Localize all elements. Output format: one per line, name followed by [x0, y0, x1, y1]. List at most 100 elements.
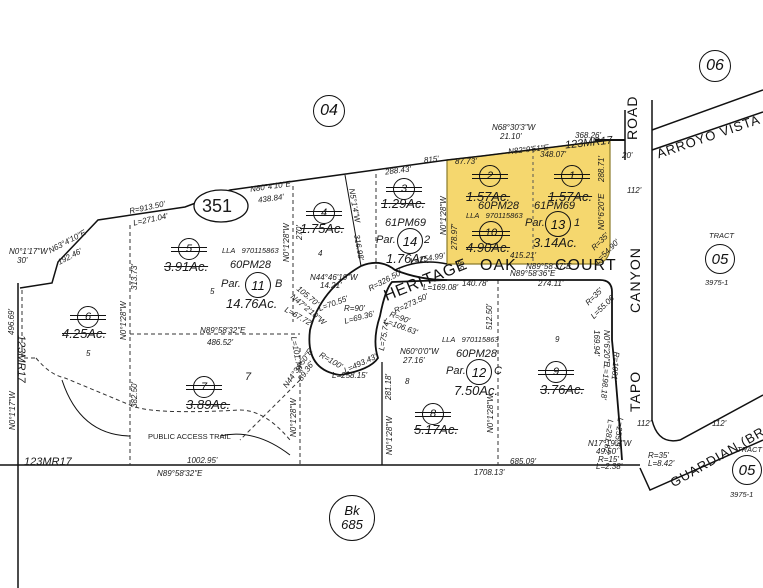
public-access-trail-label: PUBLIC ACCESS TRAIL: [148, 432, 231, 441]
dim: 140.78': [462, 279, 488, 288]
dim: 496.69': [7, 309, 16, 335]
dim: N0°1'28"W: [486, 394, 495, 433]
dim: 112': [712, 419, 727, 428]
dim: N68°30'3"W: [492, 123, 536, 132]
page-number-351: 351: [202, 196, 233, 216]
parcel-11[interactable]: 11: [245, 272, 271, 298]
dim: 20': [622, 151, 633, 160]
plat-ref: 61PM69: [385, 217, 426, 229]
tract-label: TRACT: [737, 445, 762, 454]
dim: N89°58'36"E: [510, 269, 556, 278]
parcel-11-acres: 14.76Ac.: [226, 296, 278, 311]
old-lot-number: 4: [318, 249, 323, 258]
old-parcel-7: 7: [186, 376, 222, 398]
old-parcel-8: 8: [415, 403, 451, 425]
dim: 27.16': [403, 356, 425, 365]
parcel-14-acres: 1.76Ac.: [386, 251, 431, 266]
parcel-letter: B: [275, 278, 283, 290]
parcel-prefix: Par.: [376, 234, 396, 246]
parcel-letter: 1: [574, 217, 581, 229]
parcel-letter: C: [494, 365, 502, 377]
plat-ref: 60PM28: [230, 259, 271, 271]
parcel-prefix: Par.: [221, 278, 241, 290]
parcel-14[interactable]: 14: [397, 228, 423, 254]
old-parcel-7-acres: 3.89Ac.: [186, 397, 231, 412]
street-tapo: TAPO: [627, 370, 643, 412]
old-lot-number: 7: [245, 371, 252, 383]
parcel-13-acres: 3.14Ac.: [533, 235, 578, 250]
dim: N0°6'20"E: [597, 193, 606, 230]
old-parcel-1: 1: [554, 165, 590, 187]
dim: N0°1'28"W: [385, 416, 394, 455]
dim: 512.50': [485, 304, 494, 330]
street-road: ROAD: [624, 95, 640, 140]
dim: 21.10': [500, 132, 522, 141]
parcel-13[interactable]: 13: [545, 211, 571, 237]
dim: 348.07': [540, 150, 566, 159]
dim: L=198.18': [598, 364, 611, 401]
dim: N0°1'28"W: [439, 196, 448, 235]
plat-ref: 61PM69: [534, 200, 575, 212]
dim: 112': [637, 419, 652, 428]
page-circle-06: 06: [699, 50, 731, 82]
dim: N89°58'32"E: [157, 469, 203, 478]
dim: 486.52': [207, 338, 233, 347]
old-parcel-9-acres: 3.76Ac.: [540, 382, 585, 397]
dim: 288.71': [597, 156, 606, 182]
dim: 1002.95': [187, 456, 218, 465]
parcel-prefix: Par.: [446, 365, 466, 377]
old-parcel-10: 10: [472, 221, 510, 245]
dim: 270': [295, 225, 304, 240]
dim: R=1981': [609, 351, 621, 382]
old-parcel-3: 3: [386, 178, 422, 200]
dim: 1708.13': [474, 468, 505, 477]
dim: 49.50': [596, 447, 618, 456]
street-canyon: CANYON: [627, 247, 643, 313]
dim: N0°1'17"W: [8, 391, 17, 430]
old-parcel-6: 6: [70, 306, 106, 328]
lla-label: LLA 970115863: [442, 335, 499, 344]
old-parcel-6-acres: 4.25Ac.: [62, 326, 107, 341]
plat-ref: 60PM28: [478, 200, 519, 212]
dim: 30': [17, 256, 28, 265]
street-court: COURT: [555, 257, 617, 274]
old-lot-number: 53: [457, 261, 466, 270]
parcel-prefix: Par.: [525, 217, 545, 229]
dim: N0°1'28"W: [289, 398, 298, 437]
street-oak: OAK: [480, 257, 517, 274]
lla-label: LLA 970115863: [466, 211, 523, 220]
dim: 169.94': [592, 330, 601, 356]
old-parcel-2-acres: 1.57Ac.: [466, 189, 511, 204]
old-lot-number: 9: [555, 335, 560, 344]
parcel-12-acres: 7.50Ac.: [454, 383, 499, 398]
dim: L=8.42': [648, 459, 675, 468]
dim: 274.11': [538, 279, 564, 288]
dim: R=35': [648, 451, 669, 460]
dim: L=258.15': [332, 371, 368, 380]
dim: 281.18': [384, 374, 393, 400]
dim: 14.21': [320, 281, 342, 290]
old-parcel-4: 4: [306, 202, 342, 224]
dim: N44°46'19"W: [310, 273, 358, 282]
record-ref: 123MR17: [15, 335, 27, 383]
tract-number-circle: 05: [732, 455, 762, 485]
tract-number-circle: 05: [705, 244, 735, 274]
dim: N0°1'28"W: [119, 301, 128, 340]
old-parcel-5: 5: [171, 238, 207, 260]
old-parcel-2: 2: [472, 165, 508, 187]
parcel-12[interactable]: 12: [466, 359, 492, 385]
old-parcel-5-acres: 3.91Ac.: [164, 259, 209, 274]
dim: L=2.38': [596, 462, 623, 471]
dim: 313.73': [130, 264, 139, 290]
old-parcel-10-acres: 4.90Ac.: [466, 240, 511, 255]
dim: N0°1'28"W: [282, 223, 291, 262]
dim: R=90': [344, 304, 365, 313]
old-parcel-1-acres: 1.57Ac.: [548, 189, 593, 204]
old-parcel-8-acres: 5.17Ac.: [414, 422, 459, 437]
dim: N0°1'17"W: [9, 247, 48, 256]
record-ref: 123MR17: [24, 456, 72, 468]
dim: 87.73': [455, 157, 477, 166]
